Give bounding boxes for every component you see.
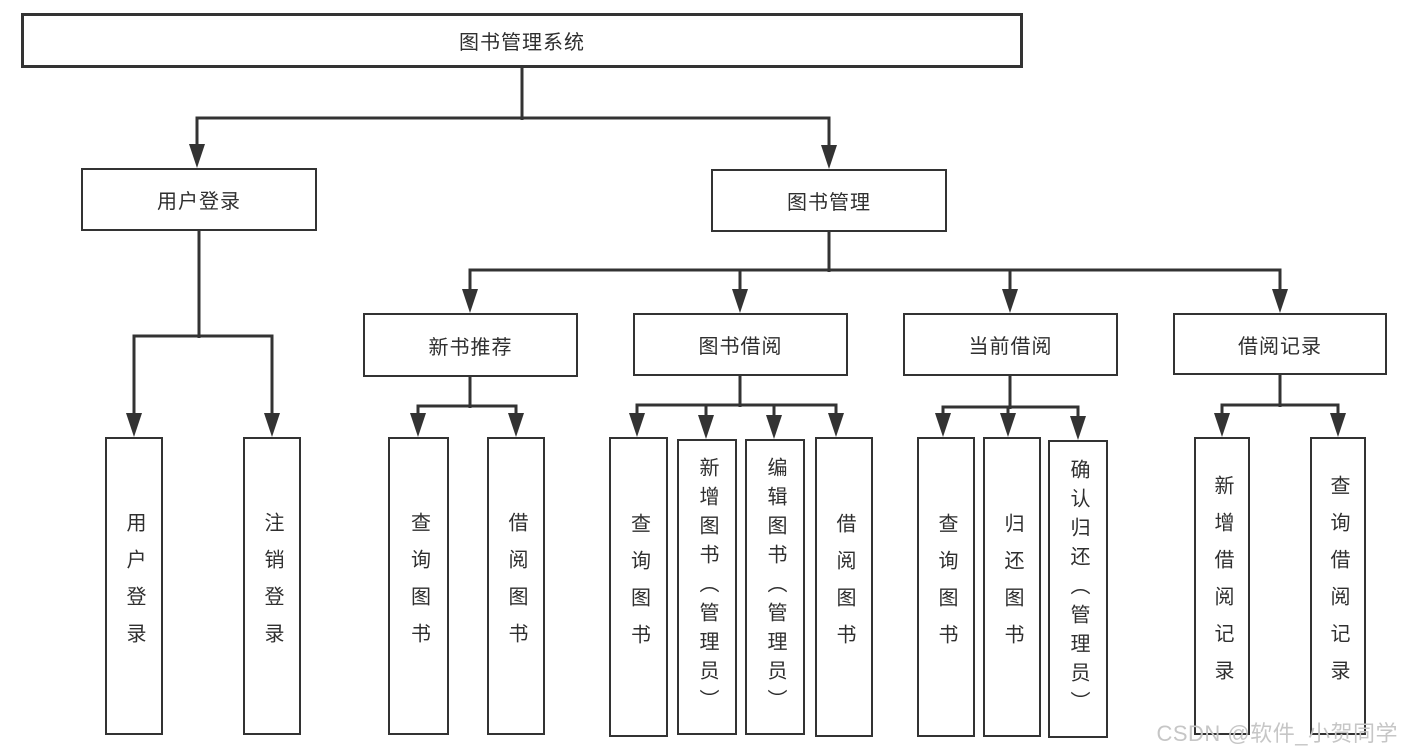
leaf-add-books-admin: 新增图书（管理员）	[677, 439, 737, 735]
connector-current-borrow-group	[935, 376, 1086, 440]
connector-book-management-to-level3	[462, 232, 1288, 313]
connector-book-borrow-group	[629, 376, 844, 439]
leaf-borrow-query-books: 查询图书	[609, 437, 668, 737]
connector-user-login-group	[126, 231, 280, 437]
node-root-label: 图书管理系统	[459, 32, 585, 54]
csdn-watermark: CSDN @软件_小贺同学	[1156, 721, 1398, 746]
node-new-book-recommend-label: 新书推荐	[428, 336, 513, 359]
leaf-borrow-books-label: 借阅图书	[833, 513, 855, 661]
node-new-book-recommend: 新书推荐	[363, 313, 578, 377]
leaf-user-login: 用户登录	[105, 437, 163, 735]
leaf-borrow-query-books-label: 查询图书	[627, 513, 650, 661]
leaf-edit-books-admin: 编辑图书（管理员）	[745, 439, 805, 735]
leaf-return-books-label: 归还图书	[1001, 513, 1023, 661]
node-book-borrow: 图书借阅	[633, 313, 848, 376]
leaf-edit-books-admin-label: 编辑图书（管理员）	[764, 456, 786, 718]
leaf-confirm-return-admin: 确认归还（管理员）	[1048, 440, 1108, 738]
connector-borrow-records-group	[1214, 375, 1346, 437]
leaf-return-books: 归还图书	[983, 437, 1041, 737]
leaf-user-login-label: 用户登录	[123, 512, 145, 660]
leaf-logout: 注销登录	[243, 437, 301, 735]
node-user-login: 用户登录	[81, 168, 317, 231]
node-book-management-label: 图书管理	[787, 192, 871, 214]
node-book-management: 图书管理	[711, 169, 947, 232]
leaf-query-borrow-record: 查询借阅记录	[1310, 437, 1366, 735]
node-user-login-label: 用户登录	[157, 191, 241, 213]
leaf-newbook-borrow-books: 借阅图书	[487, 437, 545, 735]
leaf-add-books-admin-label: 新增图书（管理员）	[696, 456, 718, 718]
node-root: 图书管理系统	[21, 13, 1023, 68]
leaf-newbook-query-books-label: 查询图书	[407, 512, 430, 660]
leaf-newbook-query-books: 查询图书	[388, 437, 449, 735]
leaf-query-borrow-record-label: 查询借阅记录	[1327, 475, 1349, 697]
node-current-borrow: 当前借阅	[903, 313, 1118, 376]
leaf-current-query-books: 查询图书	[917, 437, 975, 737]
node-current-borrow-label: 当前借阅	[968, 336, 1053, 358]
leaf-add-borrow-record: 新增借阅记录	[1194, 437, 1250, 735]
node-borrow-records: 借阅记录	[1173, 313, 1387, 375]
leaf-borrow-books: 借阅图书	[815, 437, 873, 737]
node-borrow-records-label: 借阅记录	[1238, 335, 1322, 358]
leaf-newbook-borrow-books-label: 借阅图书	[505, 512, 527, 660]
connector-root-to-level2	[189, 68, 837, 169]
node-book-borrow-label: 图书借阅	[698, 336, 783, 358]
leaf-current-query-books-label: 查询图书	[935, 513, 957, 661]
leaf-add-borrow-record-label: 新增借阅记录	[1211, 475, 1233, 697]
leaf-logout-label: 注销登录	[261, 512, 283, 660]
connector-new-book-group	[410, 377, 524, 437]
leaf-confirm-return-admin-label: 确认归还（管理员）	[1067, 458, 1089, 720]
